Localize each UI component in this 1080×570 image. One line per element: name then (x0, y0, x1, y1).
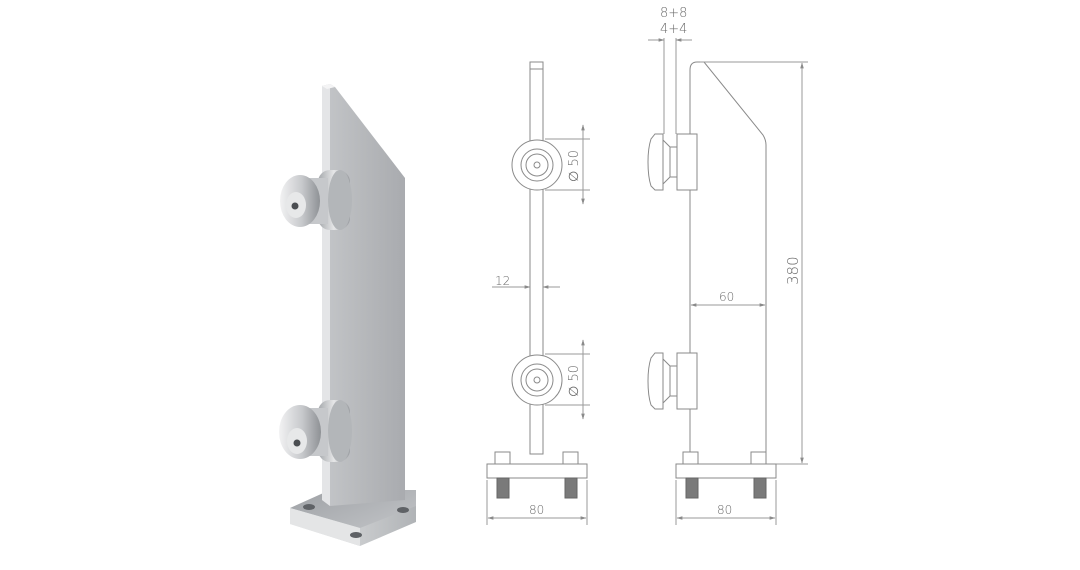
side-height-label: 380 (784, 256, 802, 285)
post-3d-render (279, 84, 416, 546)
side-view-drawing (647, 38, 808, 525)
front-base-width-label: 80 (529, 503, 544, 517)
front-top-diameter-label: ∅ 50 (567, 150, 582, 182)
side-glass-inner-label: 4+4 (660, 22, 687, 37)
bottom-glass-clamp-3d (279, 400, 352, 462)
top-glass-clamp-3d (280, 170, 352, 230)
front-base (486, 451, 588, 499)
front-view-drawing (486, 61, 590, 525)
front-bottom-diameter-label: ∅ 50 (567, 365, 582, 397)
side-glass-outer-label: 8+8 (660, 6, 687, 21)
base-plate (290, 490, 416, 546)
front-post-width-label: 12 (495, 274, 510, 288)
side-bottom-fitting (647, 352, 698, 410)
front-top-fitting (511, 139, 563, 191)
side-base-width-label: 80 (717, 503, 732, 517)
side-base (675, 451, 777, 499)
side-top-fitting (647, 133, 698, 191)
side-offset-label: 60 (719, 290, 734, 304)
front-bottom-fitting (511, 354, 563, 406)
